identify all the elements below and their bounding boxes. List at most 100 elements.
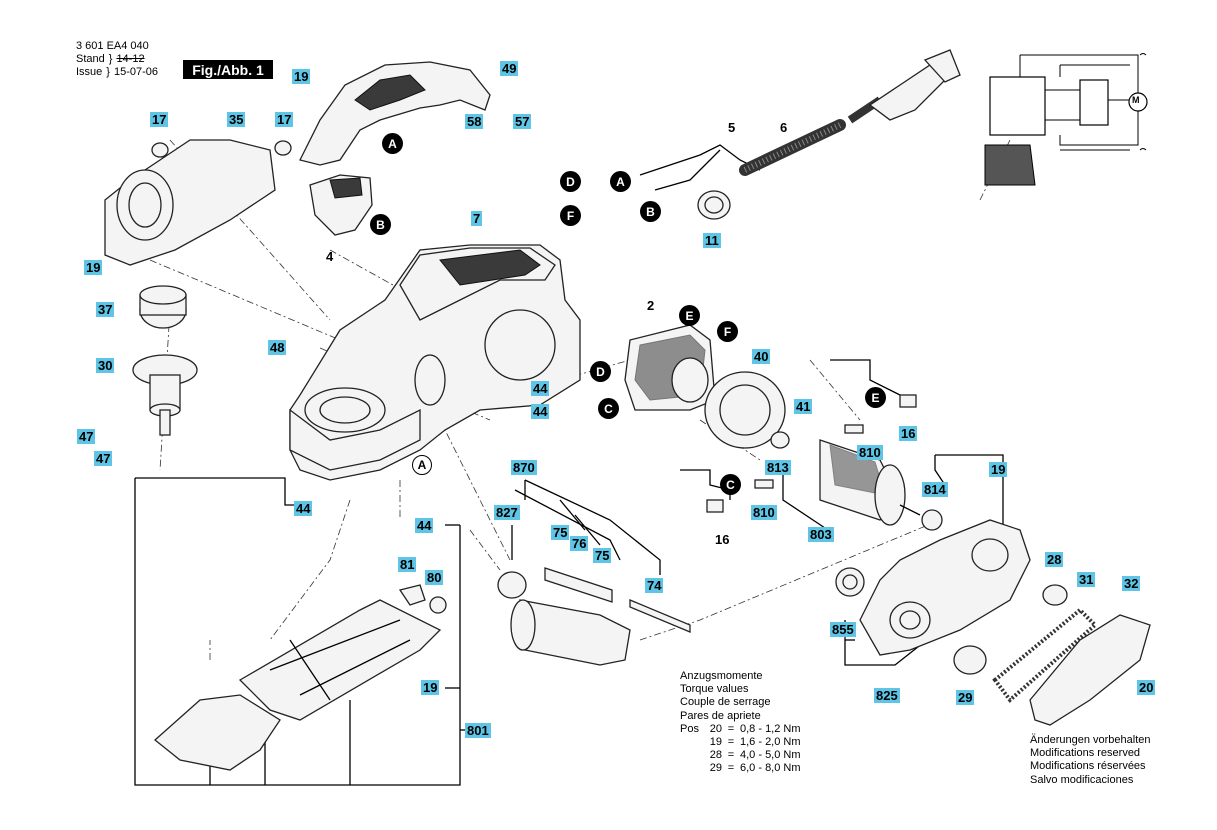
- armature-drawing: [819, 439, 943, 531]
- part-label: 19: [292, 69, 311, 84]
- part-label: 801: [465, 723, 491, 738]
- handle-cover-drawing: [299, 61, 491, 166]
- torque-eq: =: [727, 762, 735, 775]
- torque-values-table: Anzugsmomente Torque values Couple de se…: [680, 670, 801, 776]
- connector-marker: C: [598, 398, 619, 419]
- part-label: 17: [150, 112, 169, 127]
- depth-knob-drawing: [132, 285, 198, 436]
- part-label: 28: [1045, 552, 1064, 567]
- torque-value: 4,0 - 5,0 Nm: [740, 749, 801, 762]
- part-label: 47: [94, 451, 113, 466]
- connector-marker: A: [412, 455, 432, 475]
- connector-marker: F: [717, 321, 738, 342]
- connector-marker: D: [560, 171, 581, 192]
- part-label: 814: [922, 482, 948, 497]
- modifications-notice: Änderungen vorbehalten Modifications res…: [1030, 734, 1150, 787]
- torque-row: 28 = 4,0 - 5,0 Nm: [680, 749, 801, 762]
- pos-label: Pos: [680, 722, 699, 735]
- part-label: 58: [465, 114, 484, 129]
- torque-title-de: Anzugsmomente: [680, 670, 763, 682]
- part-label: 40: [752, 349, 771, 364]
- modifications-fr: Modifications réservées: [1030, 760, 1146, 773]
- modifications-de: Änderungen vorbehalten: [1030, 734, 1151, 746]
- part-label: 37: [96, 302, 115, 317]
- part-label: 31: [1077, 572, 1096, 587]
- part-label: 813: [765, 460, 791, 475]
- field-coil-drawing: [624, 324, 716, 411]
- stand-row: Stand } 14-12: [76, 53, 145, 65]
- issue-value: 15-07-06: [113, 66, 159, 78]
- part-label: 825: [874, 688, 900, 703]
- torque-pos: 20: [709, 722, 722, 735]
- part-label: 81: [398, 557, 417, 572]
- connector-marker: D: [590, 361, 611, 382]
- part-label: 2: [647, 298, 655, 313]
- connector-marker: A: [610, 171, 631, 192]
- connector-marker: C: [720, 474, 741, 495]
- part-label: 4: [326, 249, 334, 264]
- part-label: 6: [780, 120, 788, 135]
- torque-row: 29 = 6,0 - 8,0 Nm: [680, 762, 801, 775]
- torque-value: 6,0 - 8,0 Nm: [740, 762, 801, 775]
- part-label: 17: [275, 112, 294, 127]
- torque-eq: =: [727, 722, 735, 735]
- connector-marker: E: [865, 387, 886, 408]
- part-label: 44: [531, 404, 550, 419]
- issue-row: Issue } 15-07-06: [76, 66, 159, 78]
- part-label: 30: [96, 358, 115, 373]
- torque-title-es: Pares de apriete: [680, 709, 761, 722]
- part-label: 35: [227, 112, 246, 127]
- part-label: 76: [570, 536, 589, 551]
- power-cord-drawing: [639, 49, 961, 220]
- part-label: 16: [715, 532, 730, 547]
- part-label: 44: [294, 501, 313, 516]
- torque-row: Pos 20 = 0,8 - 1,2 Nm: [680, 723, 801, 736]
- part-label: 75: [593, 548, 612, 563]
- part-label: 47: [77, 429, 96, 444]
- part-label: 80: [425, 570, 444, 585]
- torque-title-fr: Couple de serrage: [680, 696, 771, 709]
- part-label: 57: [513, 114, 532, 129]
- torque-value: 0,8 - 1,2 Nm: [740, 722, 801, 735]
- connector-marker: A: [382, 133, 403, 154]
- part-label: 20: [1137, 680, 1156, 695]
- torque-pos: 28: [709, 749, 722, 762]
- part-label: 19: [989, 462, 1008, 477]
- gear-housing-drawing: [835, 519, 1031, 656]
- fan-guide-drawing: [704, 371, 790, 449]
- connector-marker: E: [679, 305, 700, 326]
- part-label: 44: [415, 518, 434, 533]
- part-number: 3 601 EA4 040: [76, 40, 149, 52]
- torque-value: 1,6 - 2,0 Nm: [740, 736, 801, 749]
- connector-marker: B: [640, 201, 661, 222]
- part-label: 49: [500, 61, 519, 76]
- part-label: 75: [551, 525, 570, 540]
- part-label: 19: [421, 680, 440, 695]
- part-label: 7: [471, 211, 483, 226]
- modifications-es: Salvo modificaciones: [1030, 773, 1134, 786]
- part-label: 827: [494, 505, 520, 520]
- main-housing-drawing: [289, 244, 581, 481]
- torque-row: 19 = 1,6 - 2,0 Nm: [680, 736, 801, 749]
- issue-label: Issue: [76, 66, 103, 78]
- part-label: 810: [751, 505, 777, 520]
- part-label: 48: [268, 340, 287, 355]
- part-label: 810: [857, 445, 883, 460]
- cutter-block-drawing: [497, 567, 691, 666]
- connector-marker: F: [560, 205, 581, 226]
- torque-pos: 19: [709, 736, 722, 749]
- stand-value: 14-12: [116, 53, 145, 65]
- part-label: 74: [645, 578, 664, 593]
- torque-title-en: Torque values: [680, 683, 749, 696]
- part-label: 19: [84, 260, 103, 275]
- part-label: 870: [511, 460, 537, 475]
- belt-and-cover-drawing: [953, 584, 1151, 726]
- connector-marker: B: [370, 214, 391, 235]
- rear-cover-drawing: [104, 139, 292, 266]
- modifications-en: Modifications reserved: [1030, 747, 1141, 760]
- part-label: 16: [899, 426, 918, 441]
- part-label: 32: [1122, 576, 1141, 591]
